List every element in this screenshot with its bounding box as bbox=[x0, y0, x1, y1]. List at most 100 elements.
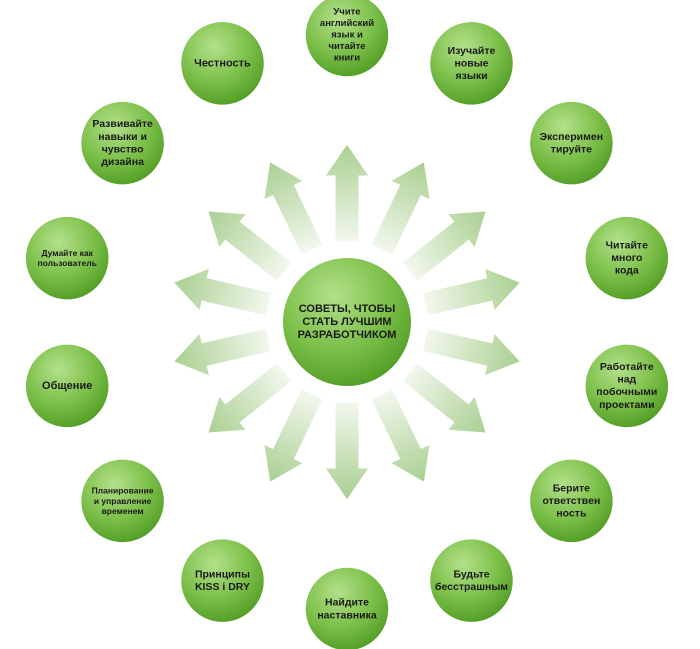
tip-10-text-line-1: Планирование bbox=[92, 486, 154, 496]
arrow-shape bbox=[401, 210, 487, 283]
tip-5-text-line-4: проектами bbox=[599, 399, 654, 411]
tip-circle bbox=[428, 537, 515, 624]
center-circle bbox=[281, 256, 413, 388]
arrow-1 bbox=[324, 143, 370, 243]
arrow-shape bbox=[263, 160, 324, 256]
tip-8-text-line-1: Найдите bbox=[325, 597, 369, 609]
arrow-shape bbox=[172, 327, 273, 377]
arrow-14 bbox=[263, 160, 324, 256]
tip-12-text-line-2: пользователь bbox=[38, 258, 97, 268]
tip-10-text-line-2: и управление bbox=[94, 496, 152, 506]
arrow-shape bbox=[324, 143, 370, 243]
tip-4-text-line-2: много bbox=[611, 252, 642, 264]
tip-5-text-line-1: Работайте bbox=[600, 361, 654, 373]
tip-13-text-line-1: Развивайте bbox=[92, 118, 153, 130]
arrow-2 bbox=[370, 160, 431, 256]
tip-1-text-line-2: английский bbox=[320, 18, 374, 29]
tip-6-text-line-3: ность bbox=[556, 508, 587, 520]
tip-node-11: Общение bbox=[24, 343, 110, 429]
tip-1-text-line-1: Учите bbox=[333, 7, 360, 18]
arrow-9 bbox=[263, 388, 324, 484]
tip-circle bbox=[528, 100, 615, 186]
tip-1-text-line-3: язык и bbox=[331, 30, 363, 41]
tip-circle bbox=[584, 215, 670, 301]
tip-13-text-line-3: чувство bbox=[102, 143, 144, 155]
tip-13-text-line-4: дизайна bbox=[101, 156, 144, 168]
center-title-line-3: РАЗРАБОТЧИКОМ bbox=[298, 329, 397, 341]
arrow-shape bbox=[207, 361, 293, 434]
arrow-shape bbox=[401, 361, 487, 434]
tip-7-text-line-2: бесстрашным bbox=[435, 581, 508, 593]
tip-12-text-line-1: Думайте как bbox=[42, 248, 94, 258]
tip-node-14: Честность bbox=[179, 20, 266, 107]
tip-6-text-line-1: Берите bbox=[553, 482, 590, 494]
arrow-12 bbox=[172, 267, 273, 317]
tip-circle bbox=[179, 537, 266, 624]
tip-7-text-line-1: Будьте bbox=[453, 568, 489, 580]
arrow-shape bbox=[421, 327, 522, 377]
tip-circle bbox=[304, 566, 390, 649]
tip-circle bbox=[528, 458, 615, 544]
arrow-shape bbox=[421, 267, 522, 317]
tip-13-text-line-2: навыки и bbox=[98, 131, 147, 143]
tip-2-text-line-3: языки bbox=[456, 70, 488, 82]
arrow-shape bbox=[263, 388, 324, 484]
arrow-3 bbox=[401, 210, 487, 283]
arrow-13 bbox=[207, 210, 293, 283]
tip-2-text-line-2: новые bbox=[455, 57, 489, 69]
arrow-4 bbox=[421, 267, 522, 317]
arrow-5 bbox=[421, 327, 522, 377]
tip-10-text-line-3: временем bbox=[102, 506, 144, 516]
arrow-shape bbox=[172, 267, 273, 317]
arrow-6 bbox=[401, 361, 487, 434]
arrow-8 bbox=[324, 401, 370, 501]
tip-4-text-line-3: кода bbox=[615, 265, 639, 277]
tip-9-text-line-2: KISS і DRY bbox=[195, 581, 250, 593]
center-title-line-2: СТАТЬ ЛУЧШИМ bbox=[302, 316, 391, 328]
arrows-layer bbox=[172, 143, 522, 501]
tip-circle bbox=[179, 20, 266, 107]
arrow-shape bbox=[207, 210, 293, 283]
center-title-line-1: СОВЕТЫ, ЧТОБЫ bbox=[299, 303, 396, 315]
arrow-shape bbox=[370, 160, 431, 256]
tip-1-text-line-5: книги bbox=[334, 52, 360, 63]
arrow-shape bbox=[324, 401, 370, 501]
arrow-10 bbox=[207, 361, 293, 434]
tip-5-text-line-3: побочными bbox=[596, 386, 657, 398]
tip-circle bbox=[79, 458, 166, 544]
tip-8-text-line-2: наставника bbox=[317, 609, 377, 621]
tip-circle bbox=[24, 215, 110, 301]
tip-2-text-line-1: Изучайте bbox=[448, 45, 496, 57]
arrow-11 bbox=[172, 327, 273, 377]
tip-circle bbox=[584, 343, 670, 429]
arrow-shape bbox=[370, 388, 431, 484]
tip-circle bbox=[428, 20, 515, 107]
tip-14-text-line-1: Честность bbox=[194, 57, 251, 69]
tip-4-text-line-1: Читайте bbox=[606, 240, 648, 252]
arrow-7 bbox=[370, 388, 431, 484]
tip-3-text-line-1: Эксперимен bbox=[540, 131, 603, 143]
tip-3-text-line-2: тируйте bbox=[551, 143, 592, 155]
tip-1-text-line-4: читайте bbox=[328, 41, 365, 52]
tip-11-text-line-1: Общение bbox=[42, 380, 92, 392]
tip-5-text-line-2: над bbox=[617, 374, 636, 386]
tip-circle bbox=[304, 0, 390, 78]
tip-circle bbox=[24, 343, 110, 429]
tip-9-text-line-1: Принципы bbox=[195, 568, 250, 580]
